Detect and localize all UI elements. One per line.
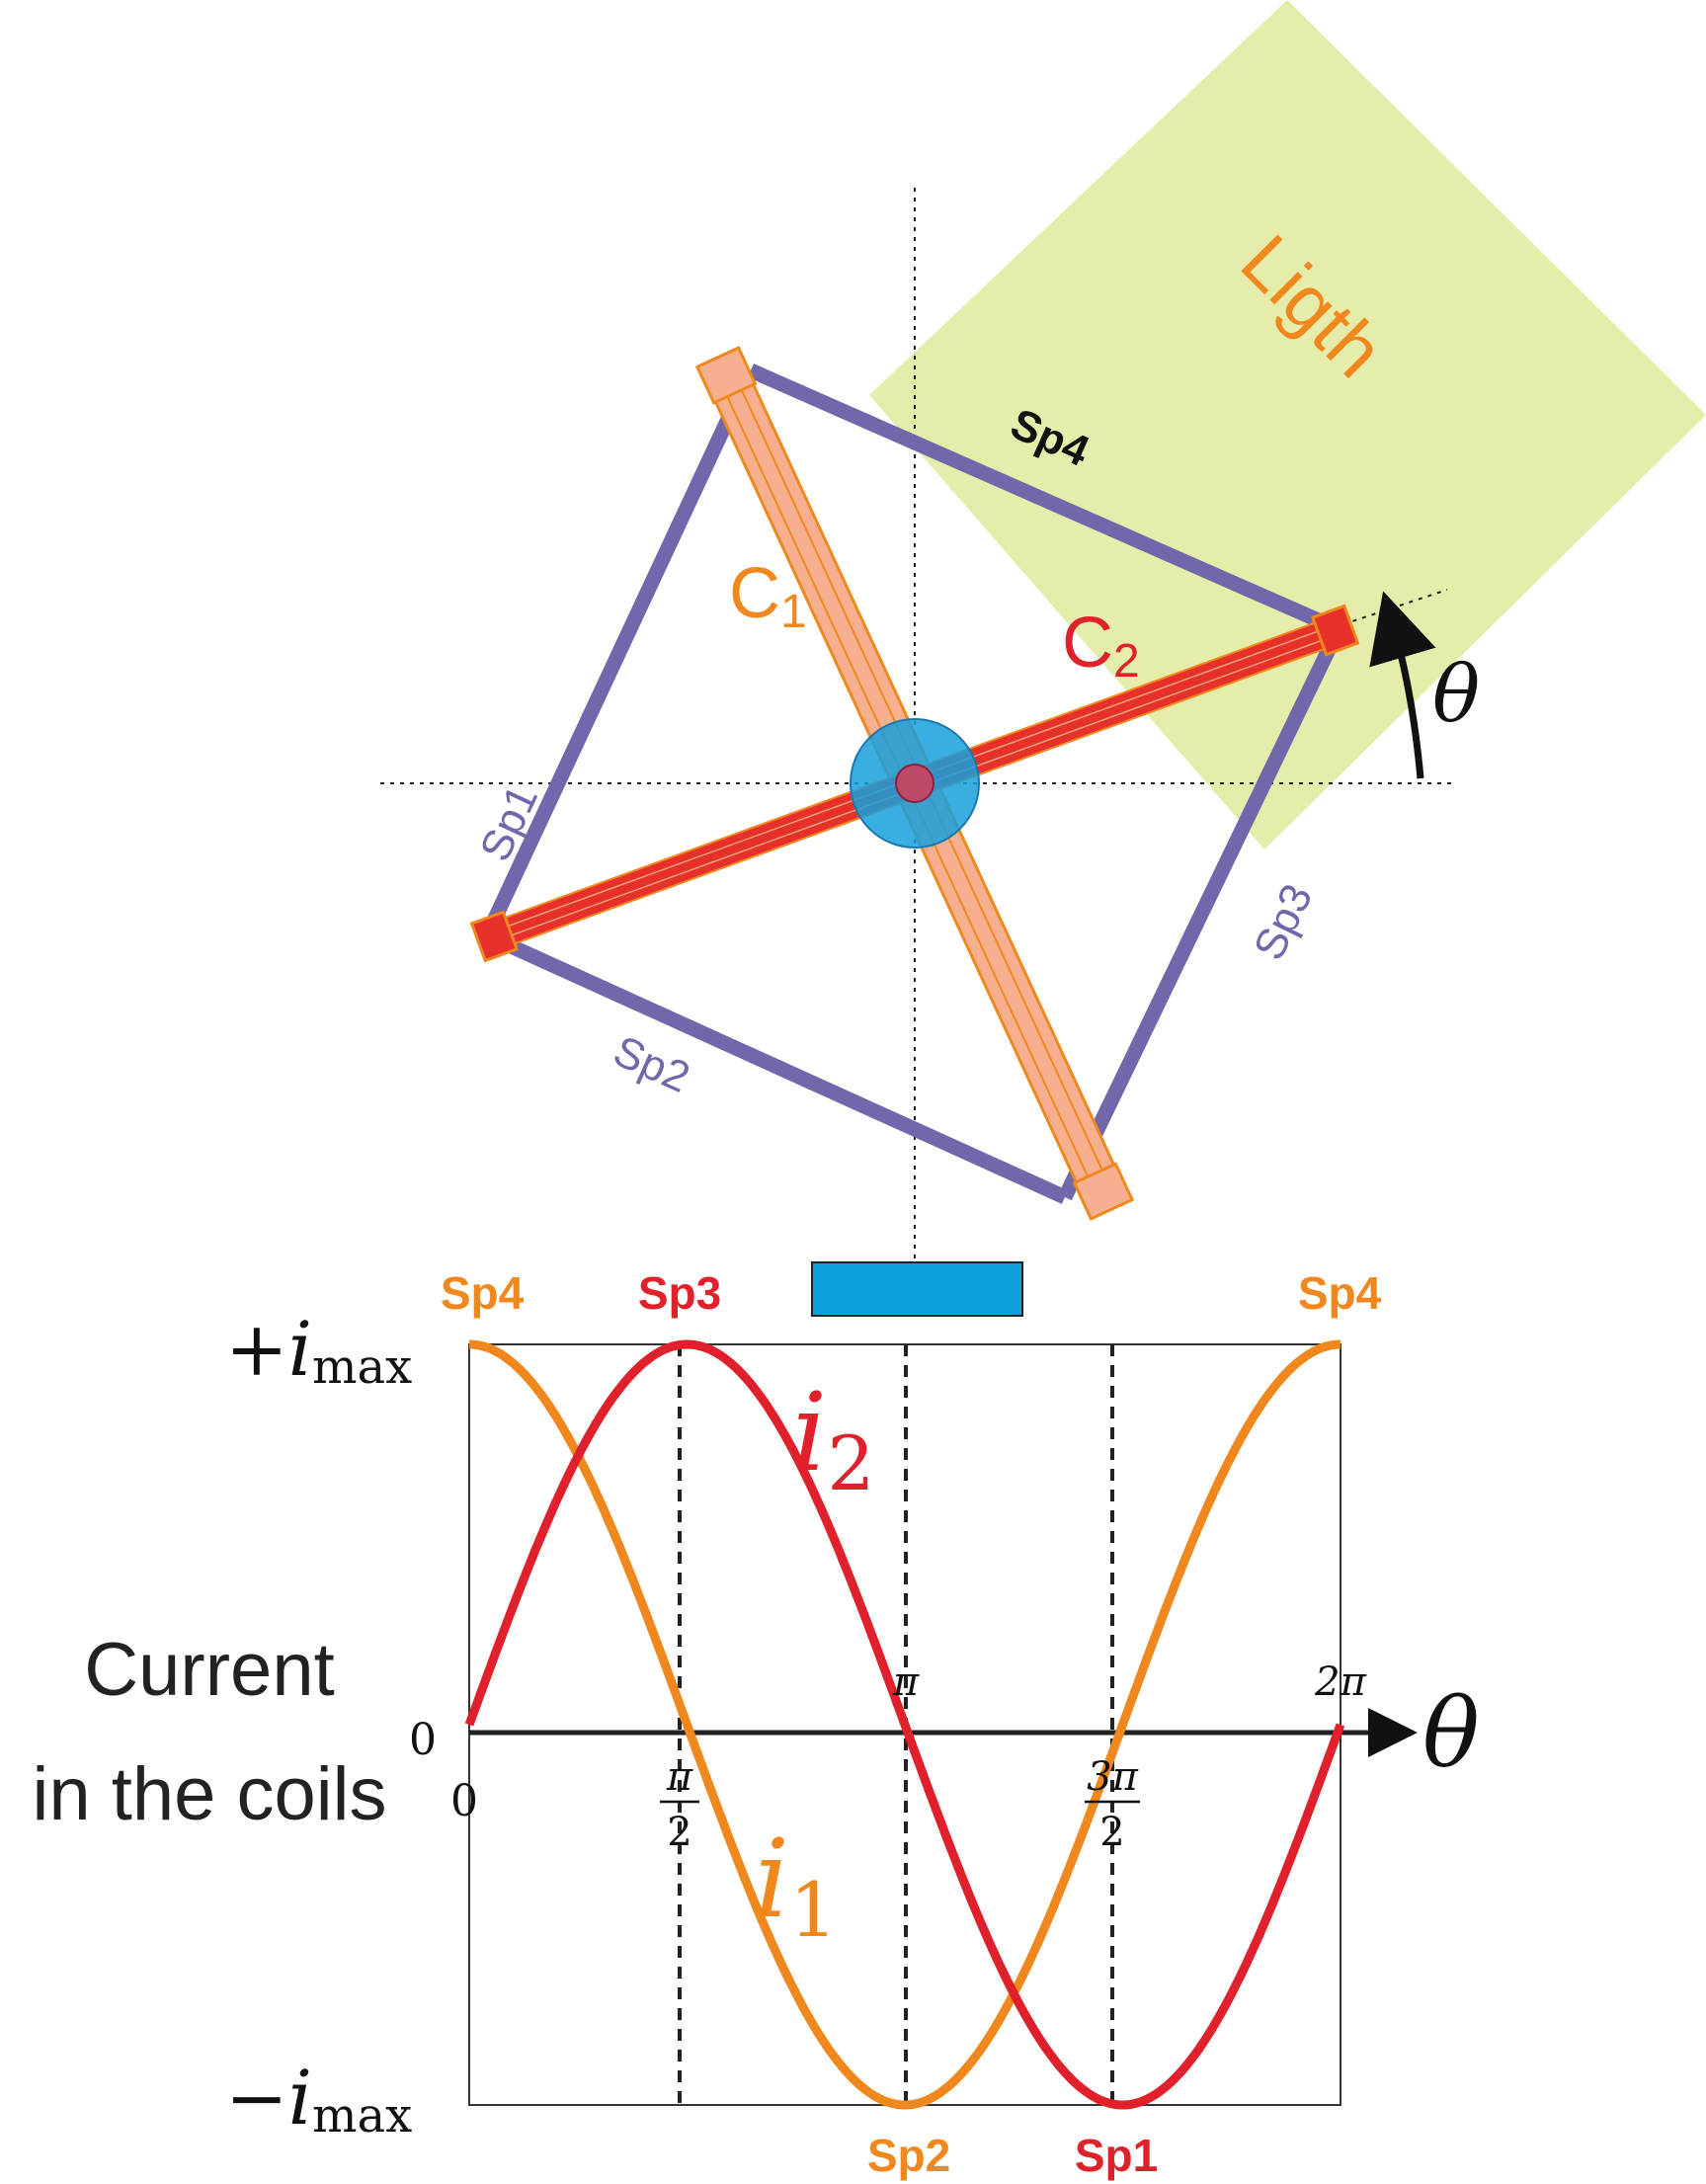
peak-label-top-middle: Sp3	[638, 1267, 721, 1319]
rotation-axle	[895, 764, 934, 803]
series-i2-line	[464, 1339, 1345, 2110]
rotation-angle-label: θ	[1432, 648, 1480, 740]
light-beam	[869, 0, 1706, 849]
peak-label-top-right: Sp4	[1298, 1267, 1382, 1319]
panel-sp2-bar	[483, 929, 1069, 1204]
rotation-arrow	[1369, 591, 1436, 779]
x-tick-origin: 0	[450, 1776, 478, 1826]
y-tick-min: −imax	[225, 2054, 412, 2144]
y-axis-label-line1: Current	[84, 1628, 334, 1712]
panel-sp4-bar	[747, 364, 1342, 636]
peak-label-bottom-right: Sp1	[1075, 2130, 1158, 2181]
coil-c1-label: C1	[729, 554, 807, 638]
current-chart: θ +imax 0 −imax 0 π 2 π 3π 2 2π i2 i1 Sp…	[32, 1267, 1479, 2181]
series-i2-label: i2	[792, 1369, 875, 1507]
series-i1-label: i1	[755, 1816, 838, 1954]
y-tick-max: +imax	[225, 1305, 412, 1395]
y-axis-label-line2: in the coils	[32, 1752, 386, 1836]
panel-sp3-bar	[1058, 625, 1345, 1201]
panel-sp3-label: Sp3	[1245, 877, 1322, 968]
coil-c2-label: C2	[1062, 604, 1140, 688]
x-tick-three-half-pi-num: 3π	[1087, 1754, 1138, 1800]
x-tick-half-pi-num: π	[666, 1754, 693, 1800]
y-tick-zero: 0	[409, 1715, 437, 1765]
x-tick-three-half-pi-den: 2	[1099, 1810, 1124, 1855]
panel-sp1-bar	[480, 366, 758, 939]
panel-sp2-label: Sp2	[607, 1026, 696, 1102]
peak-label-bottom-left: Sp2	[867, 2130, 950, 2181]
sensor-block	[811, 1261, 1023, 1317]
series-i1-line	[468, 1339, 1341, 2110]
peak-label-top-left: Sp4	[441, 1267, 525, 1319]
x-tick-half-pi-den: 2	[667, 1810, 691, 1855]
theta-axis-label: θ	[1422, 1678, 1480, 1789]
x-tick-pi: π	[892, 1659, 920, 1705]
x-tick-two-pi: 2π	[1314, 1659, 1366, 1705]
